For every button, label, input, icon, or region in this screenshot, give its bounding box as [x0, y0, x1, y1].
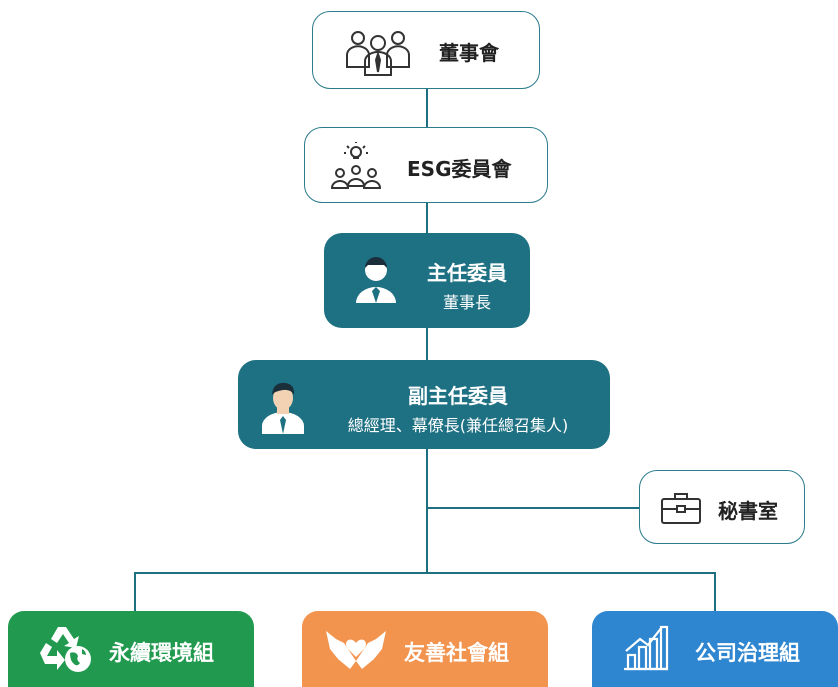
- vice-chair-title: 副主任委員: [408, 384, 508, 408]
- connector-groups-horizontal: [134, 572, 716, 574]
- connector-vice-groups: [426, 449, 428, 573]
- group-environment: 永續環境組: [8, 611, 254, 687]
- chair-node: 主任委員 董事長: [324, 233, 530, 328]
- board-node: 董事會: [312, 11, 540, 89]
- chair-title: 主任委員: [427, 261, 507, 285]
- executive-icon: [258, 378, 308, 434]
- chairman-icon: [352, 253, 400, 305]
- esg-committee-node: ESG委員會: [304, 127, 548, 203]
- group-society-label: 友善社會組: [404, 641, 509, 665]
- recycle-globe-icon: [36, 623, 94, 675]
- caring-hands-icon: [324, 621, 388, 673]
- board-label: 董事會: [439, 41, 499, 65]
- connector-chair-vice: [426, 328, 428, 360]
- secretariat-label: 秘書室: [718, 499, 778, 523]
- briefcase-icon: [660, 491, 702, 525]
- board-members-icon: [343, 21, 413, 81]
- connector-secretariat: [427, 507, 639, 509]
- connector-esg-chair: [426, 203, 428, 235]
- idea-team-icon: [329, 142, 383, 192]
- vice-chair-node: 副主任委員 總經理、幕僚長(兼任總召集人): [238, 360, 610, 449]
- vice-chair-subtitle: 總經理、幕僚長(兼任總召集人): [347, 416, 569, 435]
- esg-committee-label: ESG委員會: [407, 157, 512, 181]
- chair-subtitle: 董事長: [442, 293, 491, 312]
- bar-chart-icon: [622, 621, 670, 673]
- group-society: 友善社會組: [302, 611, 548, 687]
- connector-group-1: [134, 572, 136, 612]
- secretariat-node: 秘書室: [639, 470, 805, 544]
- connector-board-esg: [426, 89, 428, 127]
- connector-group-3: [714, 572, 716, 612]
- group-environment-label: 永續環境組: [109, 641, 214, 665]
- group-governance-label: 公司治理組: [695, 641, 800, 665]
- group-governance: 公司治理組: [592, 611, 838, 687]
